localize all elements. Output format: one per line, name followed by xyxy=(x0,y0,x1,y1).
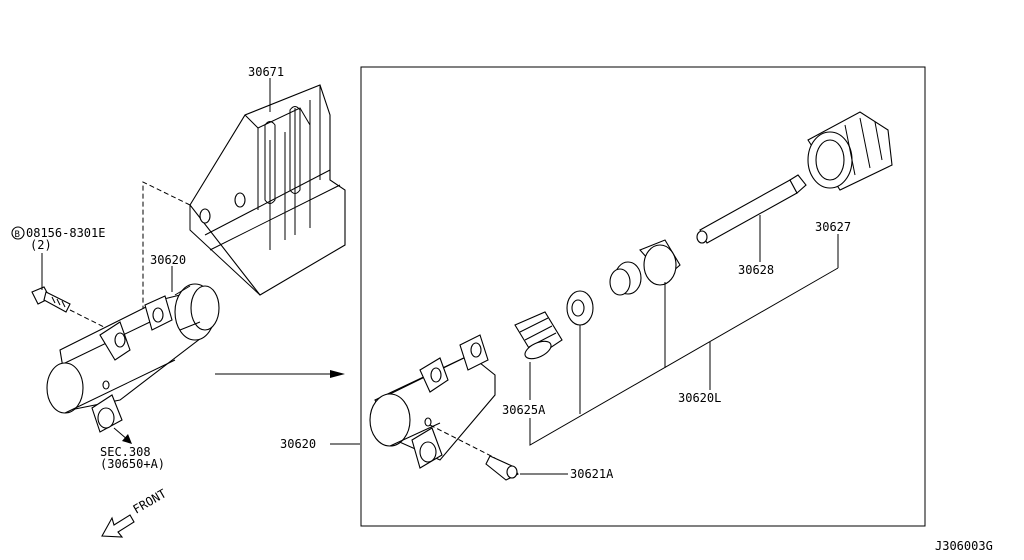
label-30627: 30627 xyxy=(815,220,851,234)
ring-seal xyxy=(566,290,594,326)
bolt-08156: B xyxy=(11,226,111,331)
label-30620-left: 30620 xyxy=(150,253,186,267)
label-30671: 30671 xyxy=(248,65,284,79)
front-arrow-icon xyxy=(101,514,135,538)
label-30620-box: 30620 xyxy=(280,437,316,451)
label-30620l: 30620L xyxy=(678,391,721,405)
cylinder-body-30620 xyxy=(369,334,496,469)
sec-arrowhead-icon xyxy=(122,434,132,444)
bracket-30671 xyxy=(189,84,346,296)
bolt-marker-letter: B xyxy=(15,230,20,240)
label-30628: 30628 xyxy=(738,263,774,277)
label-bolt-code: 08156-8301E xyxy=(26,226,105,240)
label-sec-ref: SEC.308 xyxy=(100,445,151,459)
cylinder-left xyxy=(46,283,220,433)
boot-30625a xyxy=(514,311,563,360)
pushrod-30628 xyxy=(696,174,807,244)
alignment-dashed-line xyxy=(142,181,191,350)
label-sec-sub: (30650+A) xyxy=(100,457,165,471)
explode-arrowhead-icon xyxy=(330,370,345,378)
exploded-view-frame xyxy=(360,66,926,527)
label-30621a: 30621A xyxy=(570,467,614,481)
bleeder-dashed-line xyxy=(429,424,496,459)
bleeder-30621a xyxy=(485,455,519,481)
b-marker-icon xyxy=(11,226,25,240)
diagram-id: J306003G xyxy=(935,539,993,553)
boot-30627 xyxy=(807,111,893,191)
group-30620l-leaders xyxy=(529,267,839,446)
label-bolt-qty: (2) xyxy=(30,238,52,252)
label-front: FRONT xyxy=(131,486,169,516)
piston xyxy=(609,239,681,296)
label-30625a: 30625A xyxy=(502,403,546,417)
